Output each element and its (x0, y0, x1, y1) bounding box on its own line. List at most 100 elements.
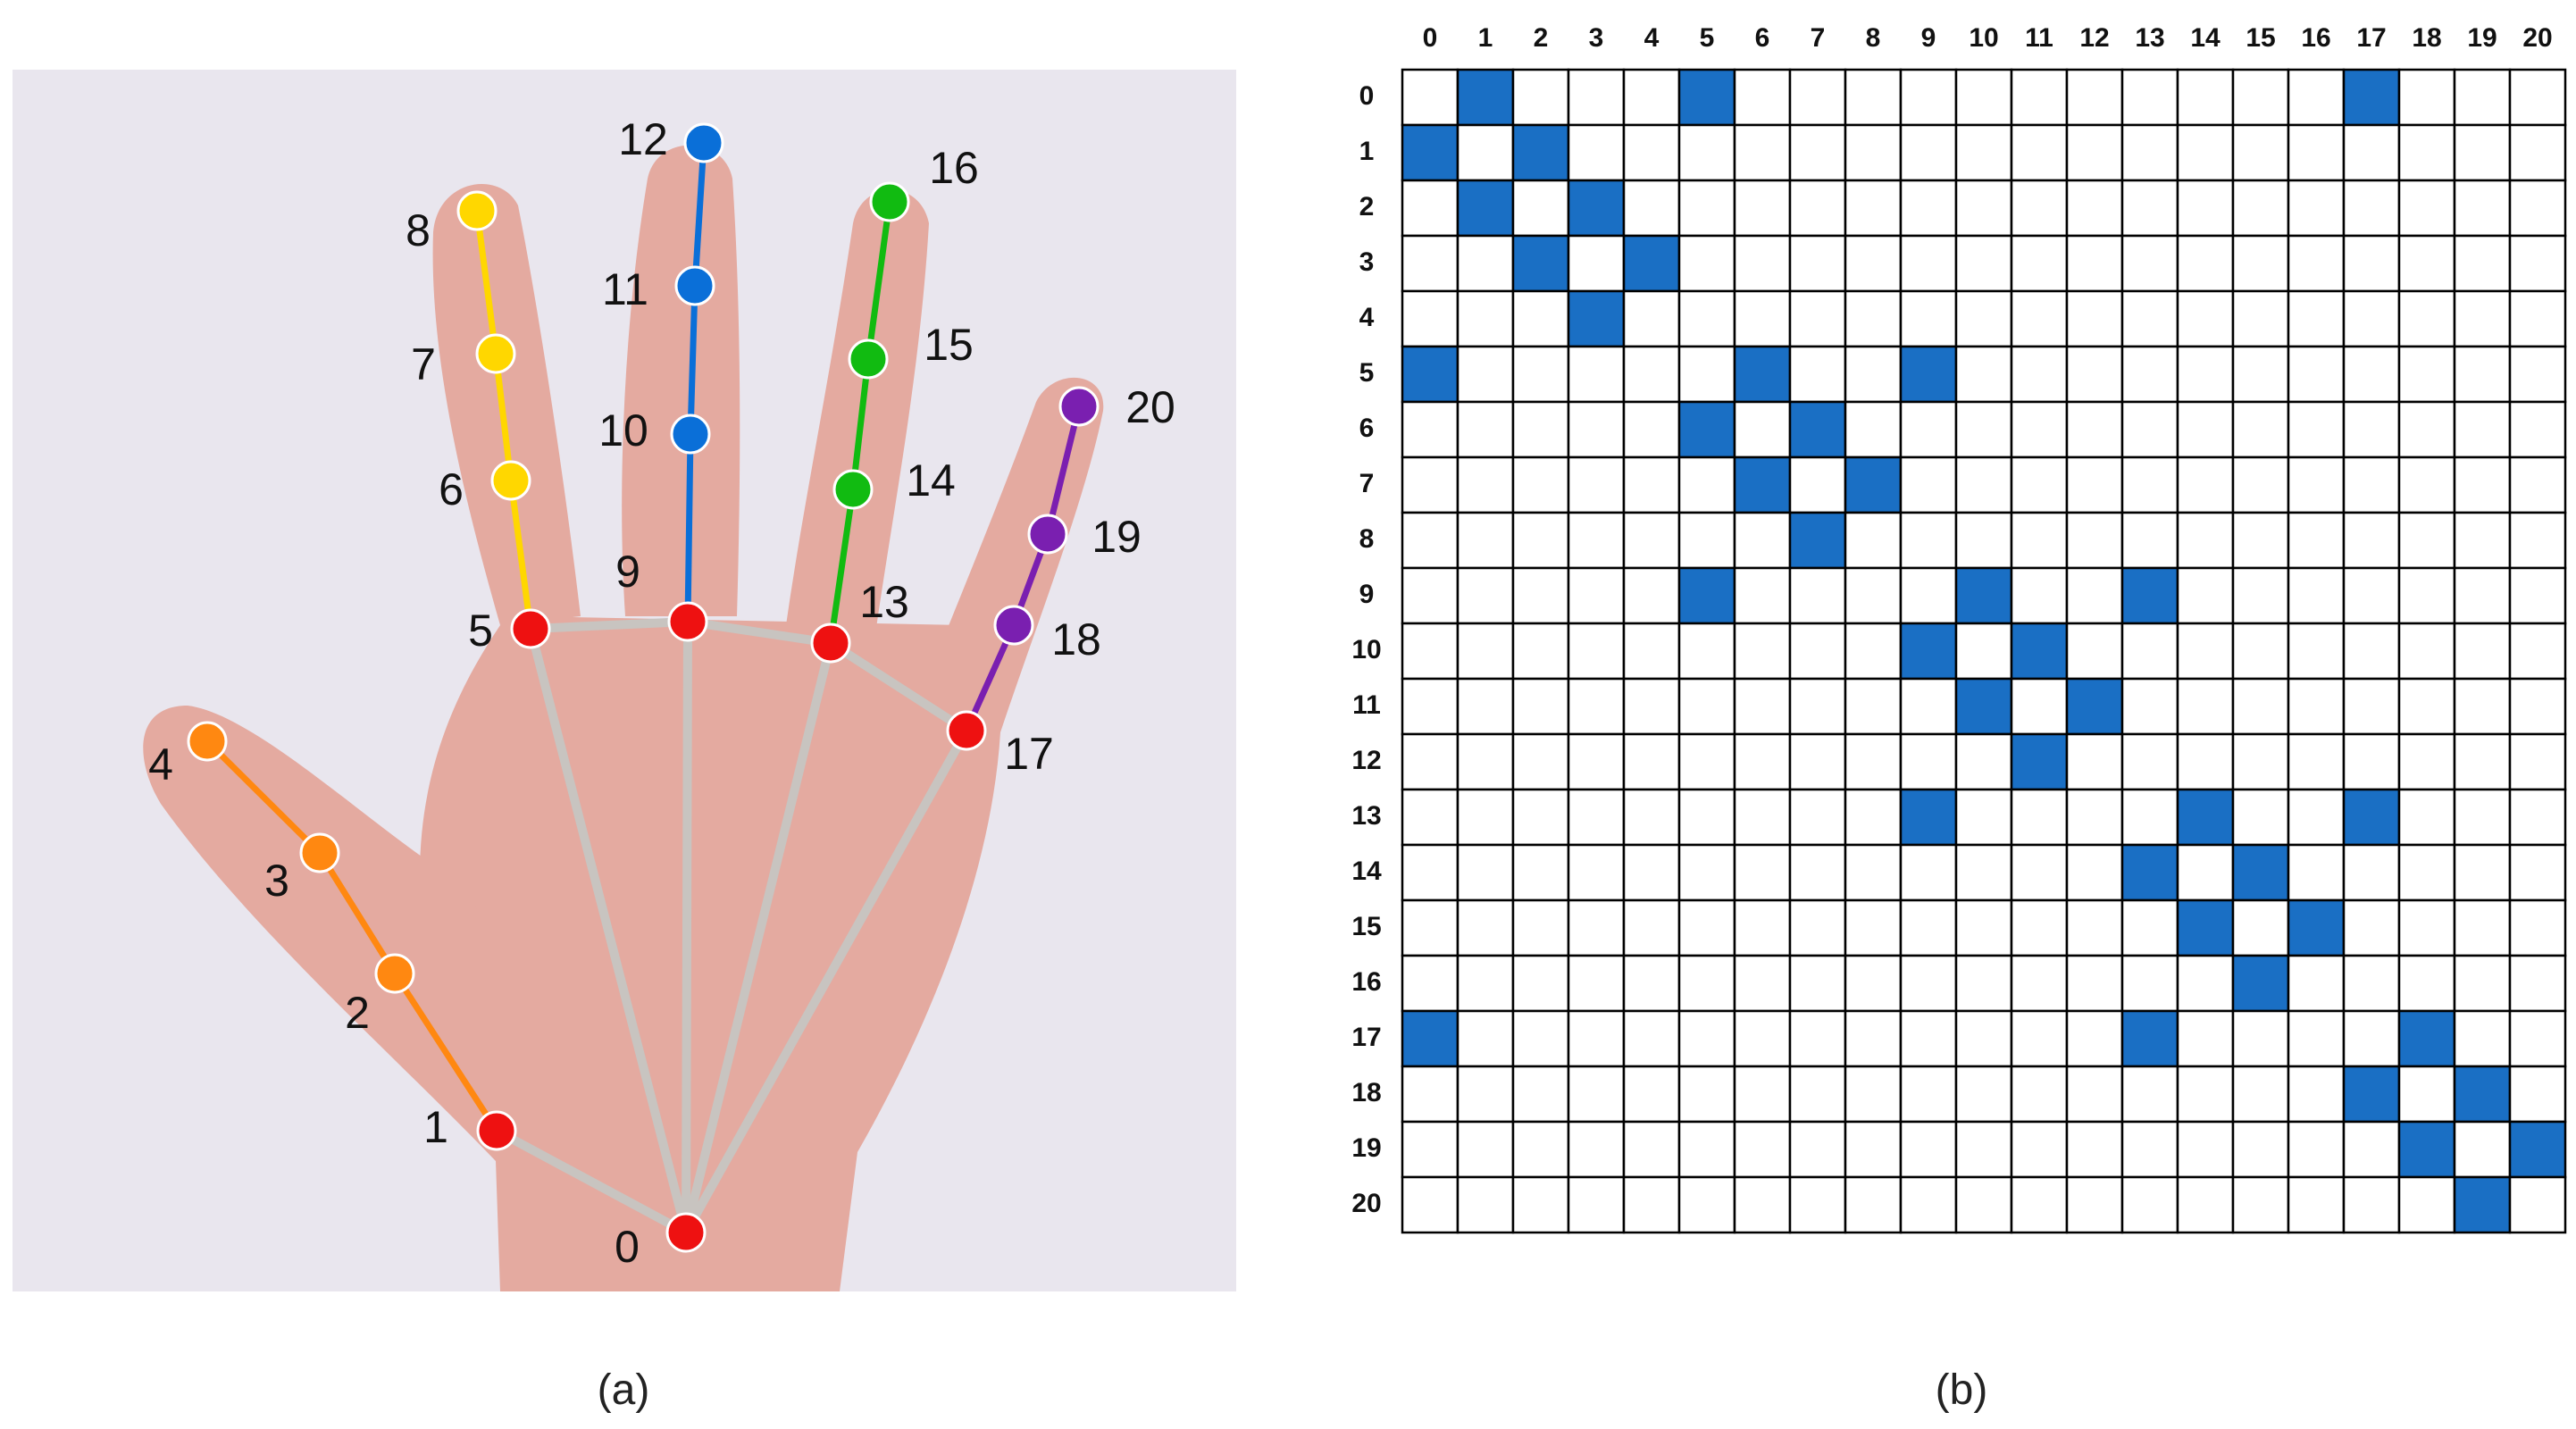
matrix-cell-4-17 (2342, 289, 2401, 348)
matrix-cell-15-17 (2342, 898, 2401, 957)
matrix-cell-10-12 (2065, 622, 2124, 681)
matrix-cell-17-16 (2287, 1009, 2346, 1068)
col-label-9: 9 (1921, 23, 1936, 53)
matrix-cell-3-14 (2176, 234, 2235, 293)
matrix-cell-15-18 (2397, 898, 2456, 957)
row-label-6: 6 (1359, 414, 1375, 443)
matrix-cell-filled-15-14 (2176, 898, 2235, 957)
matrix-cell-6-9 (1899, 400, 1958, 459)
matrix-cell-filled-7-8 (1844, 455, 1903, 514)
matrix-cell-filled-19-20 (2508, 1120, 2567, 1179)
matrix-cell-8-14 (2176, 511, 2235, 570)
matrix-cell-15-8 (1844, 898, 1903, 957)
edge-7-8 (473, 207, 499, 357)
matrix-cell-8-3 (1567, 511, 1626, 570)
matrix-cell-4-20 (2508, 289, 2567, 348)
matrix-cell-15-11 (2010, 898, 2069, 957)
keypoint-label-20: 20 (1125, 382, 1175, 432)
matrix-cell-7-17 (2342, 455, 2401, 514)
matrix-cell-12-20 (2508, 732, 2567, 791)
matrix-cell-5-11 (2010, 345, 2069, 404)
matrix-cell-13-20 (2508, 788, 2567, 847)
matrix-cell-filled-10-9 (1899, 622, 1958, 681)
matrix-cell-10-13 (2120, 622, 2179, 681)
edge-0-13 (682, 639, 835, 1237)
matrix-cell-10-18 (2397, 622, 2456, 681)
matrix-cell-filled-0-17 (2342, 68, 2401, 127)
matrix-cell-0-15 (2231, 68, 2290, 127)
matrix-cell-9-17 (2342, 566, 2401, 625)
matrix-cell-1-16 (2287, 123, 2346, 182)
matrix-cell-20-6 (1733, 1175, 1792, 1234)
matrix-cell-6-12 (2065, 400, 2124, 459)
matrix-cell-5-17 (2342, 345, 2401, 404)
matrix-cell-2-5 (1677, 179, 1736, 238)
matrix-cell-13-10 (1954, 788, 2013, 847)
matrix-cell-16-16 (2287, 954, 2346, 1013)
row-label-11: 11 (1352, 690, 1381, 720)
matrix-cell-8-20 (2508, 511, 2567, 570)
row-label-2: 2 (1359, 192, 1375, 221)
matrix-cell-7-12 (2065, 455, 2124, 514)
matrix-cell-11-17 (2342, 677, 2401, 736)
matrix-cell-1-19 (2453, 123, 2512, 182)
keypoint-8 (456, 190, 498, 231)
matrix-cell-2-16 (2287, 179, 2346, 238)
matrix-cell-14-2 (1511, 843, 1570, 902)
matrix-cell-0-19 (2453, 68, 2512, 127)
matrix-cell-10-10 (1954, 622, 2013, 681)
col-label-10: 10 (1969, 23, 1998, 53)
col-label-5: 5 (1700, 23, 1715, 53)
matrix-cell-filled-5-0 (1401, 345, 1459, 404)
col-label-12: 12 (2079, 23, 2109, 53)
matrix-cell-18-18 (2397, 1065, 2456, 1124)
matrix-cell-4-7 (1788, 289, 1847, 348)
matrix-cell-20-3 (1567, 1175, 1626, 1234)
matrix-cell-19-6 (1733, 1120, 1792, 1179)
matrix-cell-7-14 (2176, 455, 2235, 514)
matrix-cell-7-1 (1456, 455, 1515, 514)
keypoint-label-8: 8 (406, 205, 431, 255)
matrix-cell-17-17 (2342, 1009, 2401, 1068)
matrix-cell-16-19 (2453, 954, 2512, 1013)
col-label-6: 6 (1755, 23, 1770, 53)
col-label-11: 11 (2025, 23, 2053, 53)
keypoint-18 (993, 605, 1034, 646)
matrix-cell-filled-4-3 (1567, 289, 1626, 348)
matrix-cell-19-10 (1954, 1120, 2013, 1179)
matrix-cell-7-0 (1401, 455, 1459, 514)
matrix-cell-2-18 (2397, 179, 2456, 238)
edge-13-14 (827, 486, 857, 647)
matrix-cell-15-19 (2453, 898, 2512, 957)
matrix-cell-3-11 (2010, 234, 2069, 293)
matrix-cell-11-20 (2508, 677, 2567, 736)
edge-2-3 (316, 849, 398, 977)
matrix-cell-2-10 (1954, 179, 2013, 238)
matrix-cell-9-0 (1401, 566, 1459, 625)
matrix-cell-14-4 (1622, 843, 1681, 902)
matrix-cell-2-17 (2342, 179, 2401, 238)
matrix-cell-10-8 (1844, 622, 1903, 681)
matrix-cell-14-1 (1456, 843, 1515, 902)
keypoint-13 (810, 623, 851, 664)
matrix-cell-3-0 (1401, 234, 1459, 293)
matrix-cell-20-14 (2176, 1175, 2235, 1234)
matrix-cell-20-20 (2508, 1175, 2567, 1234)
matrix-cell-3-15 (2231, 234, 2290, 293)
keypoint-16 (869, 181, 910, 222)
matrix-cell-14-18 (2397, 843, 2456, 902)
matrix-cell-17-2 (1511, 1009, 1570, 1068)
col-label-8: 8 (1866, 23, 1881, 53)
matrix-cell-filled-7-6 (1733, 455, 1792, 514)
matrix-cell-3-9 (1899, 234, 1958, 293)
matrix-cell-4-5 (1677, 289, 1736, 348)
matrix-cell-9-3 (1567, 566, 1626, 625)
col-label-2: 2 (1534, 23, 1549, 53)
matrix-cell-12-7 (1788, 732, 1847, 791)
matrix-cell-0-14 (2176, 68, 2235, 127)
matrix-cell-20-7 (1788, 1175, 1847, 1234)
matrix-cell-20-15 (2231, 1175, 2290, 1234)
